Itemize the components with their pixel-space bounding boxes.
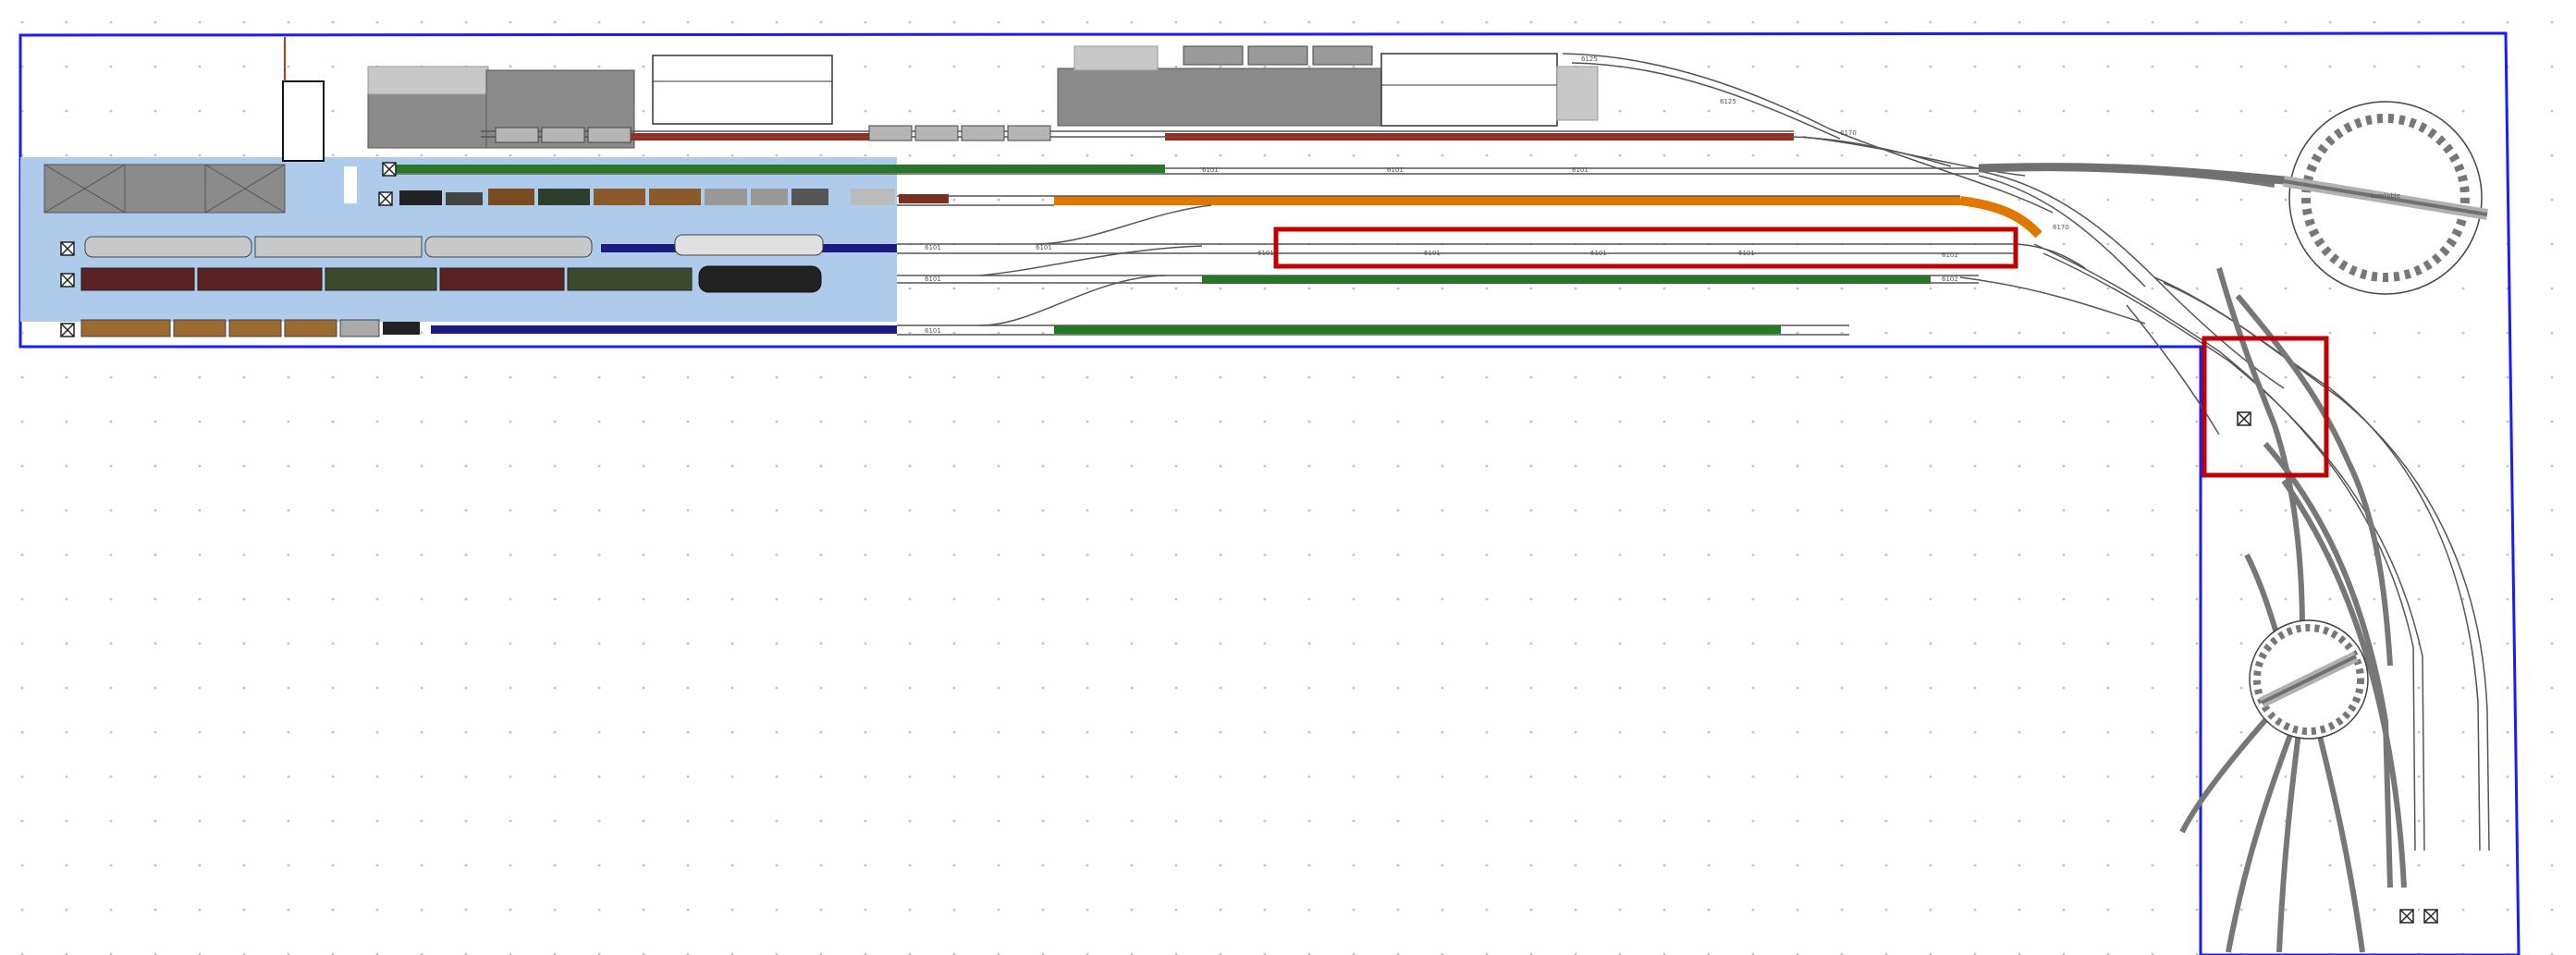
track-network xyxy=(388,53,2490,851)
label-6101-e: 6101 xyxy=(925,244,941,251)
highlight-siding[interactable] xyxy=(1273,227,2018,269)
building-goods-shed xyxy=(43,164,286,214)
siding-green-2 xyxy=(1202,275,1931,284)
board-outline xyxy=(18,31,2521,955)
label-6101-c: 6101 xyxy=(1590,250,1607,257)
siding-orange-curve xyxy=(1959,196,2042,239)
building-warehouse xyxy=(652,55,833,125)
wagon-group-top xyxy=(1183,45,1373,66)
platform-marker xyxy=(344,166,357,203)
train-passenger-maroon xyxy=(80,265,822,293)
label-6101-k: 6101 xyxy=(1572,166,1589,174)
label-6101-i: 6101 xyxy=(1202,166,1219,174)
label-6101-d: 6101 xyxy=(1738,250,1755,257)
label-6101-a: 6101 xyxy=(1257,250,1274,257)
train-mixed-staging-3 xyxy=(399,189,949,205)
label-6125-b: 6125 xyxy=(1720,98,1736,105)
label-6101-f: 6101 xyxy=(1036,244,1052,251)
label-6101-j: 6101 xyxy=(1387,166,1404,174)
label-6170-b: 6170 xyxy=(2053,224,2069,231)
label-6125-a: 6125 xyxy=(1581,55,1598,63)
label-6101-b: 6101 xyxy=(1424,250,1441,257)
highlight-junction[interactable] xyxy=(2202,336,2329,478)
train-teak-coaches xyxy=(80,319,420,337)
buffer-stop-icons xyxy=(60,162,2438,924)
label-6170-a: 6170 xyxy=(1840,129,1857,137)
svg-text:turntable: turntable xyxy=(2371,192,2400,200)
label-6101-h: 6101 xyxy=(925,327,941,335)
building-hall xyxy=(1380,53,1599,127)
train-freight-top xyxy=(495,125,1051,143)
siding-green-3 xyxy=(1054,325,1781,334)
track-labels: 6101 6101 6101 6101 6101 6101 6101 6101 … xyxy=(925,55,2069,335)
siding-blue-2 xyxy=(431,325,897,334)
building-signal-box xyxy=(282,80,325,162)
label-6101-g: 6101 xyxy=(925,275,941,283)
turntable-upper[interactable] xyxy=(2283,101,2488,295)
label-6102-b: 6102 xyxy=(1942,275,1958,283)
train-silver-express xyxy=(84,234,824,258)
siding-orange xyxy=(1054,196,1960,205)
turntable-upper-bridge-label: turntable xyxy=(2371,192,2400,200)
building-loco-shed xyxy=(1057,45,1382,127)
turntable-lower[interactable] xyxy=(2249,619,2369,740)
label-6102-a: 6102 xyxy=(1942,251,1958,259)
